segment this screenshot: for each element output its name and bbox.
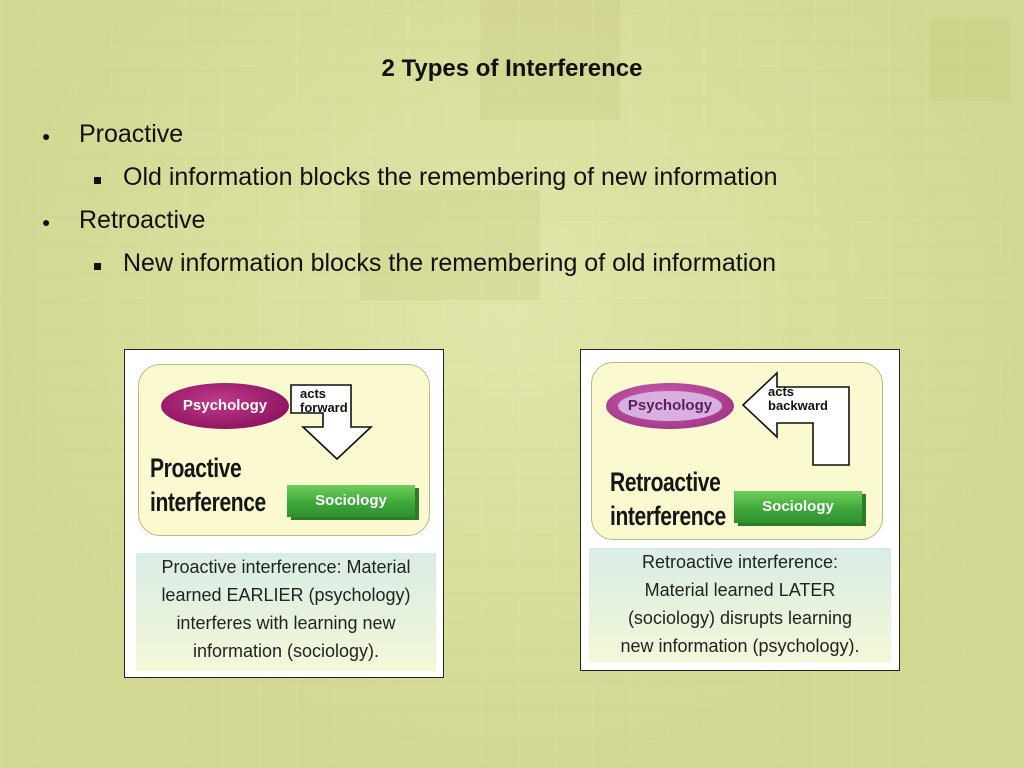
bullet-retroactive: Retroactive: [79, 206, 206, 234]
retroactive-interference-label: Retroactive interference: [610, 465, 726, 533]
arrow-label-line2: backward: [768, 398, 828, 413]
caption-line: new information (psychology).: [620, 636, 860, 656]
arrow-label-line1: acts: [768, 384, 795, 399]
arrow-label-line1: acts: [300, 386, 327, 401]
caption-line: Material learned LATER: [644, 580, 836, 600]
sociology-bar: Sociology: [287, 485, 415, 517]
big-label-line2: interference: [150, 487, 266, 517]
proactive-diagram: Psychology acts forward Proactive interf…: [138, 364, 430, 536]
arrow-label: acts backward: [768, 385, 828, 413]
bullet-proactive: Proactive: [79, 120, 184, 148]
proactive-interference-label: Proactive interference: [150, 451, 266, 519]
big-label-line2: interference: [610, 501, 726, 531]
background-texture-block: [360, 190, 540, 300]
caption-line: interferes with learning new: [176, 613, 396, 633]
caption-line: Retroactive interference:: [641, 552, 839, 572]
psychology-label: Psychology: [617, 391, 723, 421]
caption-line: Proactive interference: Material: [161, 557, 411, 577]
bent-arrow-up-icon: [741, 371, 850, 466]
sub-bullet-proactive: Old information blocks the remembering o…: [123, 163, 778, 191]
arrow-label-line2: forward: [300, 400, 348, 415]
big-label-line1: Retroactive: [610, 467, 721, 497]
big-label-line1: Proactive: [150, 453, 242, 483]
psychology-oval: Psychology: [161, 383, 289, 429]
background-texture-block: [930, 20, 1010, 100]
proactive-caption: Proactive interference: Material learned…: [136, 553, 436, 671]
bullet-dot-icon: ●: [42, 214, 51, 230]
sub-bullet-square-icon: [94, 263, 101, 270]
sociology-bar: Sociology: [734, 491, 862, 523]
sub-bullet-square-icon: [94, 177, 101, 184]
psychology-label: Psychology: [182, 397, 268, 414]
bullet-dot-icon: ●: [42, 128, 51, 144]
sub-bullet-retroactive: New information blocks the remembering o…: [123, 249, 777, 277]
retroactive-figure: Psychology acts backward Retroactive int…: [580, 349, 900, 671]
slide-title: 2 Types of Interference: [381, 55, 643, 82]
caption-line: information (sociology).: [192, 641, 380, 661]
caption-line: (sociology) disrupts learning: [627, 608, 853, 628]
background-texture-block: [480, 0, 620, 120]
bent-arrow-down-icon: [290, 384, 374, 461]
proactive-figure: Psychology acts forward Proactive interf…: [124, 349, 444, 678]
retroactive-caption: Retroactive interference: Material learn…: [589, 548, 891, 662]
psychology-oval: Psychology: [606, 383, 734, 429]
retroactive-diagram: Psychology acts backward Retroactive int…: [591, 362, 883, 540]
arrow-label: acts forward: [300, 387, 348, 415]
caption-line: learned EARLIER (psychology): [161, 585, 411, 605]
